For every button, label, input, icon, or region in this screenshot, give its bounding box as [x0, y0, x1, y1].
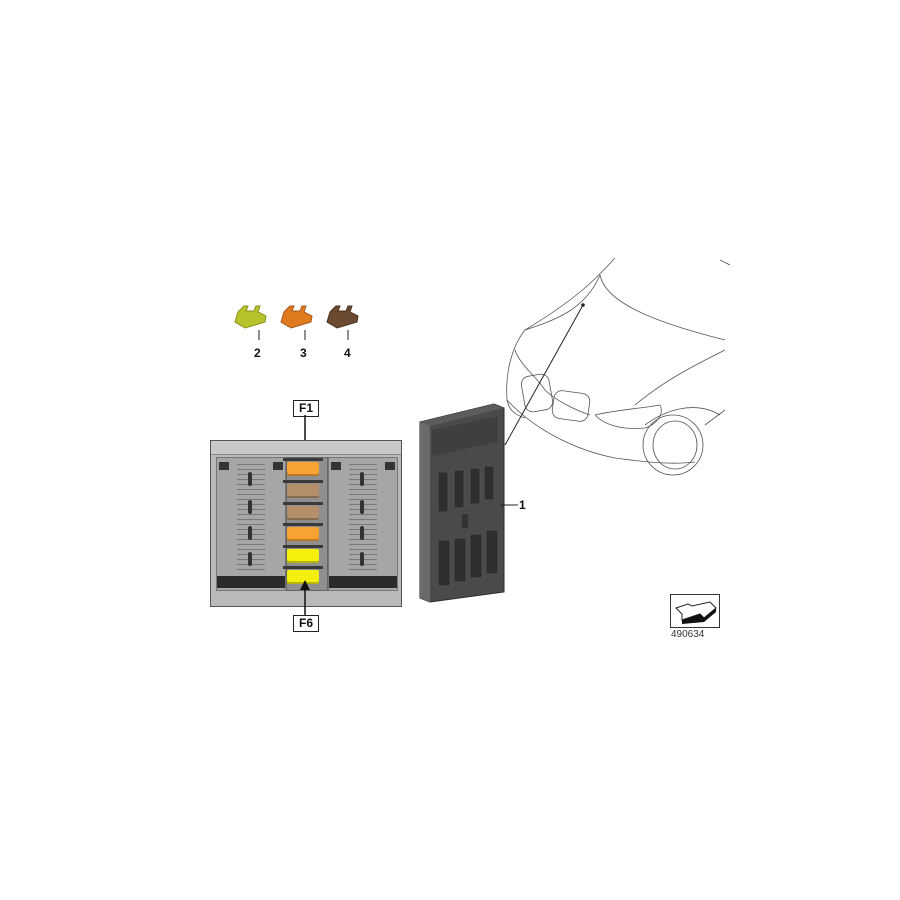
arrow-up-icon — [300, 580, 310, 616]
fuse-box-module — [419, 403, 505, 603]
fuse-icon-orange — [280, 305, 313, 329]
fuse-f6 — [283, 566, 323, 584]
fuse-icon-yellow-green — [234, 305, 267, 329]
callout-2: 2 — [254, 346, 261, 360]
reference-number: 490634 — [671, 629, 705, 640]
leader-line-1 — [500, 504, 518, 506]
fuse-label-f6: F6 — [293, 615, 319, 632]
fuse-f2 — [283, 480, 323, 498]
callout-1: 1 — [519, 498, 526, 512]
fuse-f5 — [283, 545, 323, 563]
fuse-icon-brown — [326, 305, 359, 329]
car-location-outline — [504, 257, 730, 476]
callout-4: 4 — [344, 346, 351, 360]
fuse-f4 — [283, 523, 323, 541]
connector-left — [216, 457, 286, 591]
connector-right — [328, 457, 398, 591]
fuse-f1 — [283, 458, 323, 476]
view-direction-icon — [670, 594, 720, 628]
callout-3: 3 — [300, 346, 307, 360]
fuse-label-f1: F1 — [293, 400, 319, 417]
loose-fuses-group — [234, 305, 359, 340]
fuse-f3 — [283, 502, 323, 520]
